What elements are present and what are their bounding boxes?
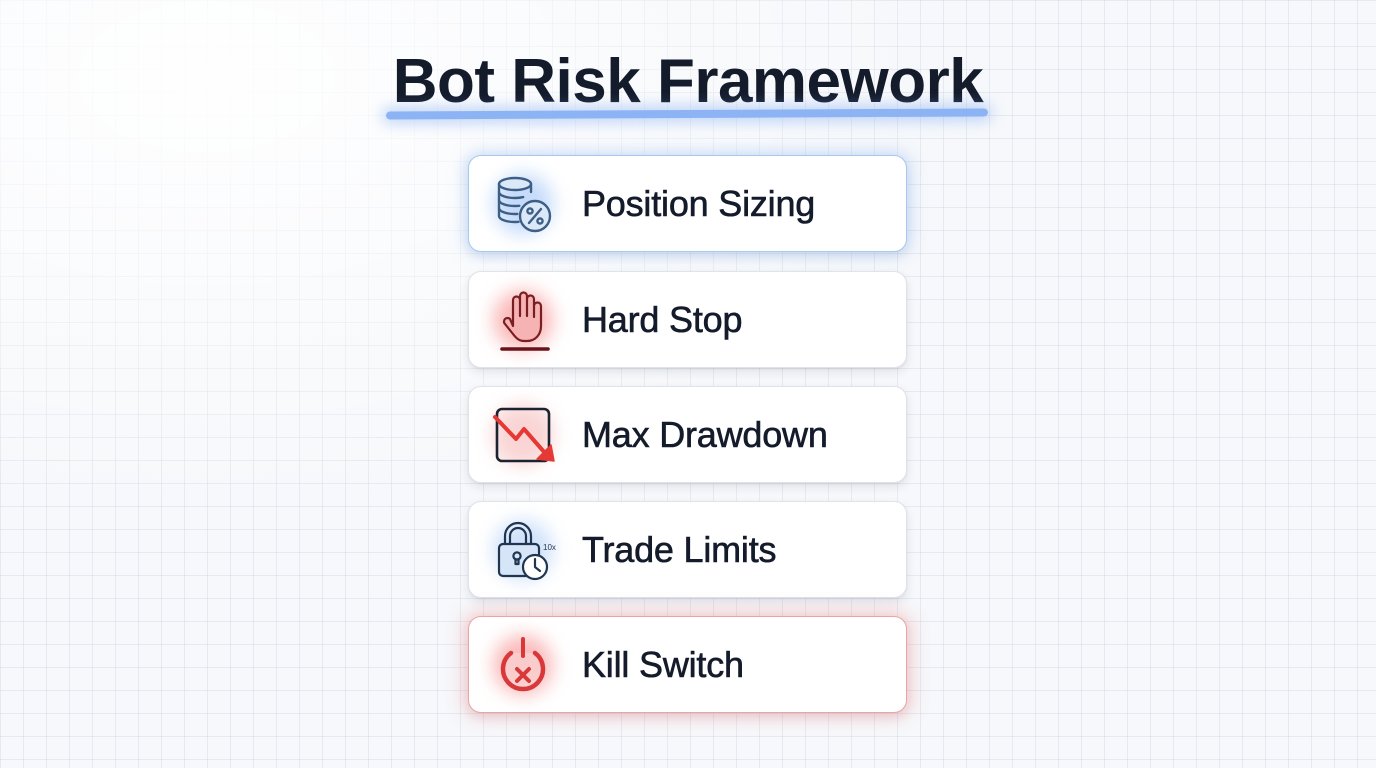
card-label: Trade Limits <box>582 528 777 570</box>
card-label: Kill Switch <box>582 643 745 685</box>
drawdown-chart-icon <box>487 399 559 471</box>
card-max-drawdown[interactable]: Max Drawdown <box>468 386 907 483</box>
title-container: Bot Risk Framework <box>0 44 1376 120</box>
card-kill-switch[interactable]: Kill Switch <box>468 616 907 713</box>
card-position-sizing[interactable]: Position Sizing <box>468 155 907 252</box>
card-hard-stop[interactable]: Hard Stop <box>468 271 907 368</box>
card-label: Hard Stop <box>582 298 743 340</box>
limit-badge: 10x <box>543 543 556 552</box>
stop-hand-icon <box>487 284 559 356</box>
lock-clock-icon: 10x <box>487 514 559 586</box>
card-trade-limits[interactable]: 10x Trade Limits <box>468 501 907 598</box>
card-label: Max Drawdown <box>582 413 828 455</box>
card-label: Position Sizing <box>582 182 816 224</box>
page-title: Bot Risk Framework <box>392 47 984 116</box>
power-off-icon <box>487 629 559 701</box>
coins-percent-icon <box>487 168 559 240</box>
